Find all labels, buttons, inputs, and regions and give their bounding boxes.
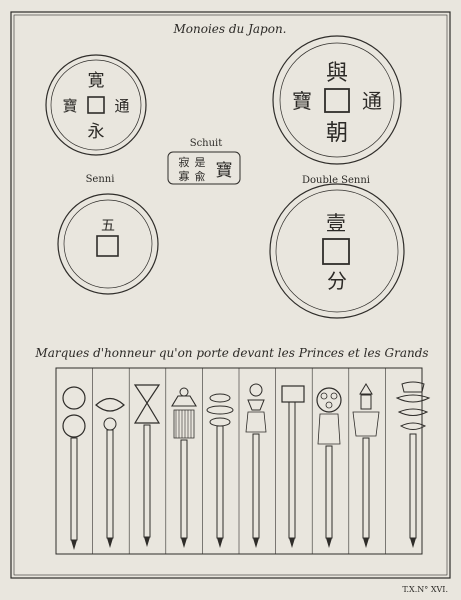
staff-stacked-discs <box>206 393 234 548</box>
label-double-senni: Double Senni <box>302 175 370 186</box>
footer-mark: T.X.N° XVI. <box>402 585 448 594</box>
staff-tasseled-hat <box>171 387 197 548</box>
seal-glyph: 寂 <box>179 155 190 169</box>
coin-glyph: 永 <box>88 122 105 142</box>
coin-glyph: 五 <box>101 218 115 234</box>
plate-border-outer <box>10 11 451 579</box>
coin-large-tsuho: 與 朝 寶 通 <box>272 35 402 165</box>
coin-kanei-tsuho: 寛 永 寶 通 <box>45 54 147 156</box>
coin-double-senni: 壹 分 <box>269 183 405 319</box>
plate-border-inner <box>13 14 448 576</box>
staff-axe-head <box>95 397 125 548</box>
coin-glyph: 通 <box>362 89 382 113</box>
coin-senni: 五 <box>57 193 159 295</box>
staff-hourglass <box>133 384 161 547</box>
coin-glyph: 通 <box>114 97 129 115</box>
honours-panel-dividers <box>92 368 386 554</box>
label-schuit: Schuit <box>190 138 223 149</box>
label-senni: Senni <box>86 174 115 185</box>
seal-glyph: 是 <box>195 156 206 169</box>
plate-title: Monoies du Japon. <box>172 22 286 36</box>
seal-glyph: 兪 <box>195 170 206 183</box>
staff-orb-tassel <box>245 383 267 548</box>
coin-glyph: 寛 <box>88 71 105 91</box>
staff-parasol-tiers <box>395 381 431 548</box>
seal-glyph: 寡 <box>179 169 190 183</box>
coin-glyph: 壹 <box>326 211 346 235</box>
coin-glyph: 分 <box>327 269 347 293</box>
coin-glyph: 寶 <box>62 97 77 115</box>
seal-glyph: 寶 <box>216 160 233 181</box>
coin-glyph: 朝 <box>326 121 348 146</box>
honours-heading: Marques d'honneur qu'on porte devant les… <box>34 346 428 360</box>
staff-hammer <box>281 385 305 548</box>
coin-glyph: 與 <box>326 61 348 86</box>
staff-double-ring <box>62 386 86 550</box>
schuit-seal: Schuit 寂 是 寡 兪 寶 <box>167 138 241 185</box>
staff-crest-tassel <box>316 387 342 548</box>
coin-glyph: 寶 <box>292 89 312 113</box>
staff-finial-tassel <box>352 383 380 548</box>
